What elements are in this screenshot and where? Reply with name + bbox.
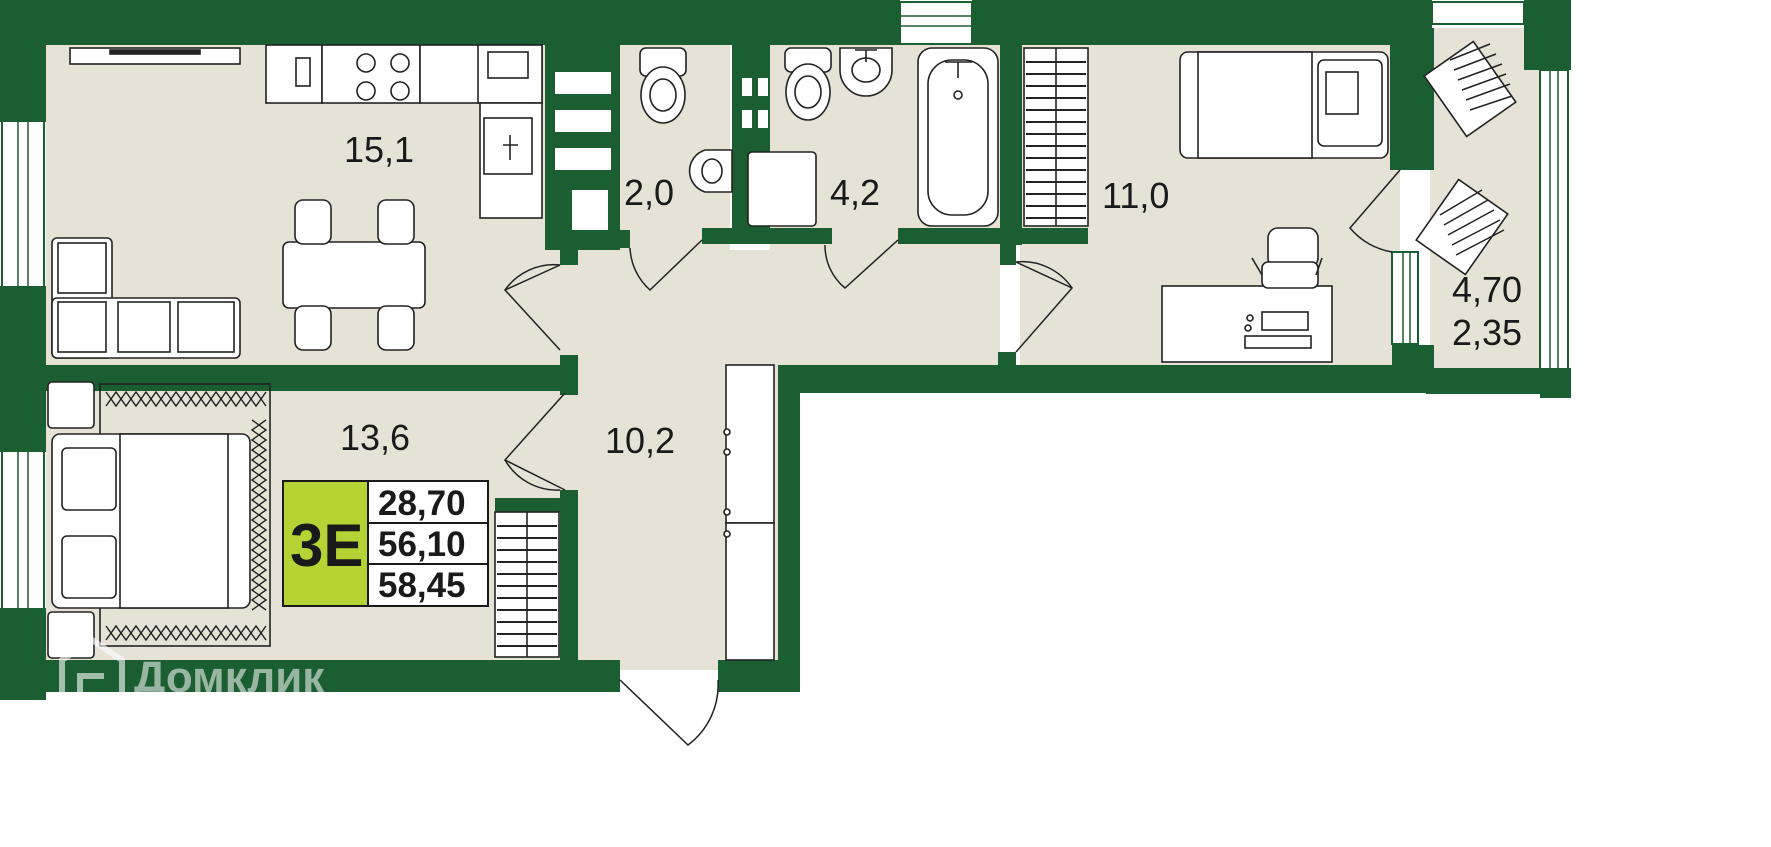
bathtub-icon [917, 47, 999, 227]
dining-table [282, 241, 426, 309]
room-area-bathroom: 4,2 [830, 172, 880, 213]
total-area-with-balcony-value: 58,45 [378, 566, 466, 605]
hall-wardrobe [723, 364, 775, 661]
house-logo-icon [59, 636, 125, 703]
toilet-icon [784, 47, 832, 121]
room-area-bedroom-1: 13,6 [340, 417, 410, 458]
apartment-type-code: 3E [290, 512, 363, 579]
room-area-kitchen: 15,1 [344, 129, 414, 170]
burner-icon [356, 53, 410, 101]
living-area-value: 28,70 [378, 484, 466, 523]
toilet-icon [639, 47, 687, 124]
office-chair [1251, 227, 1323, 289]
room-area-wc: 2,0 [624, 172, 674, 213]
room-area-bedroom-2: 11,0 [1102, 175, 1169, 216]
room-labels: 15,1 2,0 4,2 11,0 13,6 10,2 4,70 2,35 [340, 129, 1522, 461]
domclick-watermark: Домклик [59, 636, 325, 703]
kitchen-sink [483, 117, 533, 175]
nightstand [47, 381, 95, 429]
windows [1, 1, 1569, 611]
desk [1161, 285, 1333, 363]
bed-double [51, 433, 251, 609]
bed-double [1179, 51, 1389, 159]
wardrobe [494, 511, 560, 658]
apartment-badge: 3E 28,70 56,10 58,45 [282, 480, 489, 607]
bath-washbasin [839, 47, 893, 97]
door-swings [503, 169, 1401, 746]
chairs [294, 199, 415, 351]
corner-sofa [51, 237, 241, 359]
watermark-brand: Домклик [134, 653, 325, 702]
fridge [265, 44, 323, 104]
total-area-value: 56,10 [378, 525, 466, 564]
room-area-balcony-full: 4,70 [1452, 269, 1522, 310]
wardrobe [1023, 47, 1089, 227]
wc-washbasin [688, 149, 733, 193]
washing-machine [747, 151, 817, 227]
room-area-balcony-reduced: 2,35 [1452, 312, 1522, 353]
room-area-hallway: 10,2 [605, 420, 675, 461]
